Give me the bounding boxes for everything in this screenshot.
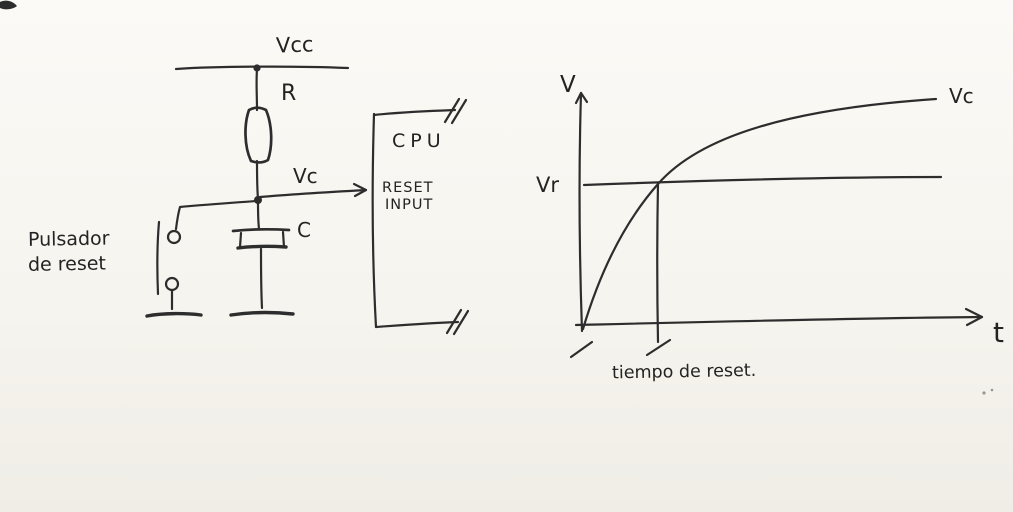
capacitor-bottom-plate [236,244,288,250]
wire-capacitor-to-ground [259,247,264,310]
capacitor-top-plate [231,227,291,233]
wire-resistor-to-node [255,159,260,201]
graph-x-axis [574,315,984,327]
reset-signal-arrowhead [352,182,368,198]
reset-time-marker-line [656,181,660,344]
capacitor-right-edge [281,230,286,249]
pushbutton-contact-top [166,229,182,245]
vc-label: Vc [293,164,318,188]
cpu-label: CPU [392,130,446,152]
capacitor-charging-graph: V t Vr Vc tiempo de reset. [536,72,1004,383]
curve-label: Vc [949,84,974,108]
graph-y-axis [578,91,584,333]
scan-speck [982,391,986,395]
graph-y-axis-arrowhead [574,91,589,105]
vcc-label: Vcc [276,32,314,57]
cpu-bottom-break-mark [445,308,470,336]
wire-node-to-pushbutton [174,199,258,231]
pushbutton-contact-bottom [164,276,180,292]
resistor-symbol [244,106,273,164]
threshold-label: Vr [536,173,559,197]
capacitor-left-edge [238,231,243,249]
graph-x-axis-arrowhead [964,307,984,327]
reset-time-annotation: tiempo de reset. [612,361,757,384]
ground-symbol-right [229,310,295,317]
y-axis-label: V [560,72,576,98]
threshold-voltage-line [582,175,943,187]
interval-tick-right [645,338,672,357]
cpu-box-left-edge [371,112,378,329]
reset-input-label-line2: INPUT [385,197,433,213]
cpu-top-break-mark [443,97,468,125]
x-axis-label: t [993,316,1004,349]
cpu-box-top-edge [372,108,457,117]
pushbutton-actuator-bar [156,220,161,296]
rc-reset-circuit: Vcc R Vc Pulsador de reset [28,32,470,336]
scan-corner-artifact [0,0,17,10]
interval-tick-left [569,340,594,359]
pushbutton-label-line1: Pulsador [28,227,110,250]
vcc-power-rail [174,65,350,71]
scan-speck [990,388,994,392]
wire-node-to-cpu [258,188,368,199]
cpu-box-bottom-edge [374,320,460,329]
capacitor-charging-curve [581,97,938,331]
ground-symbol-left [145,311,203,318]
reset-input-label-line1: RESET [382,180,433,196]
resistor-label: R [281,81,296,106]
pushbutton-label-line2: de reset [28,253,106,276]
capacitor-label: C [297,218,311,242]
wire-node-to-capacitor [256,200,261,231]
